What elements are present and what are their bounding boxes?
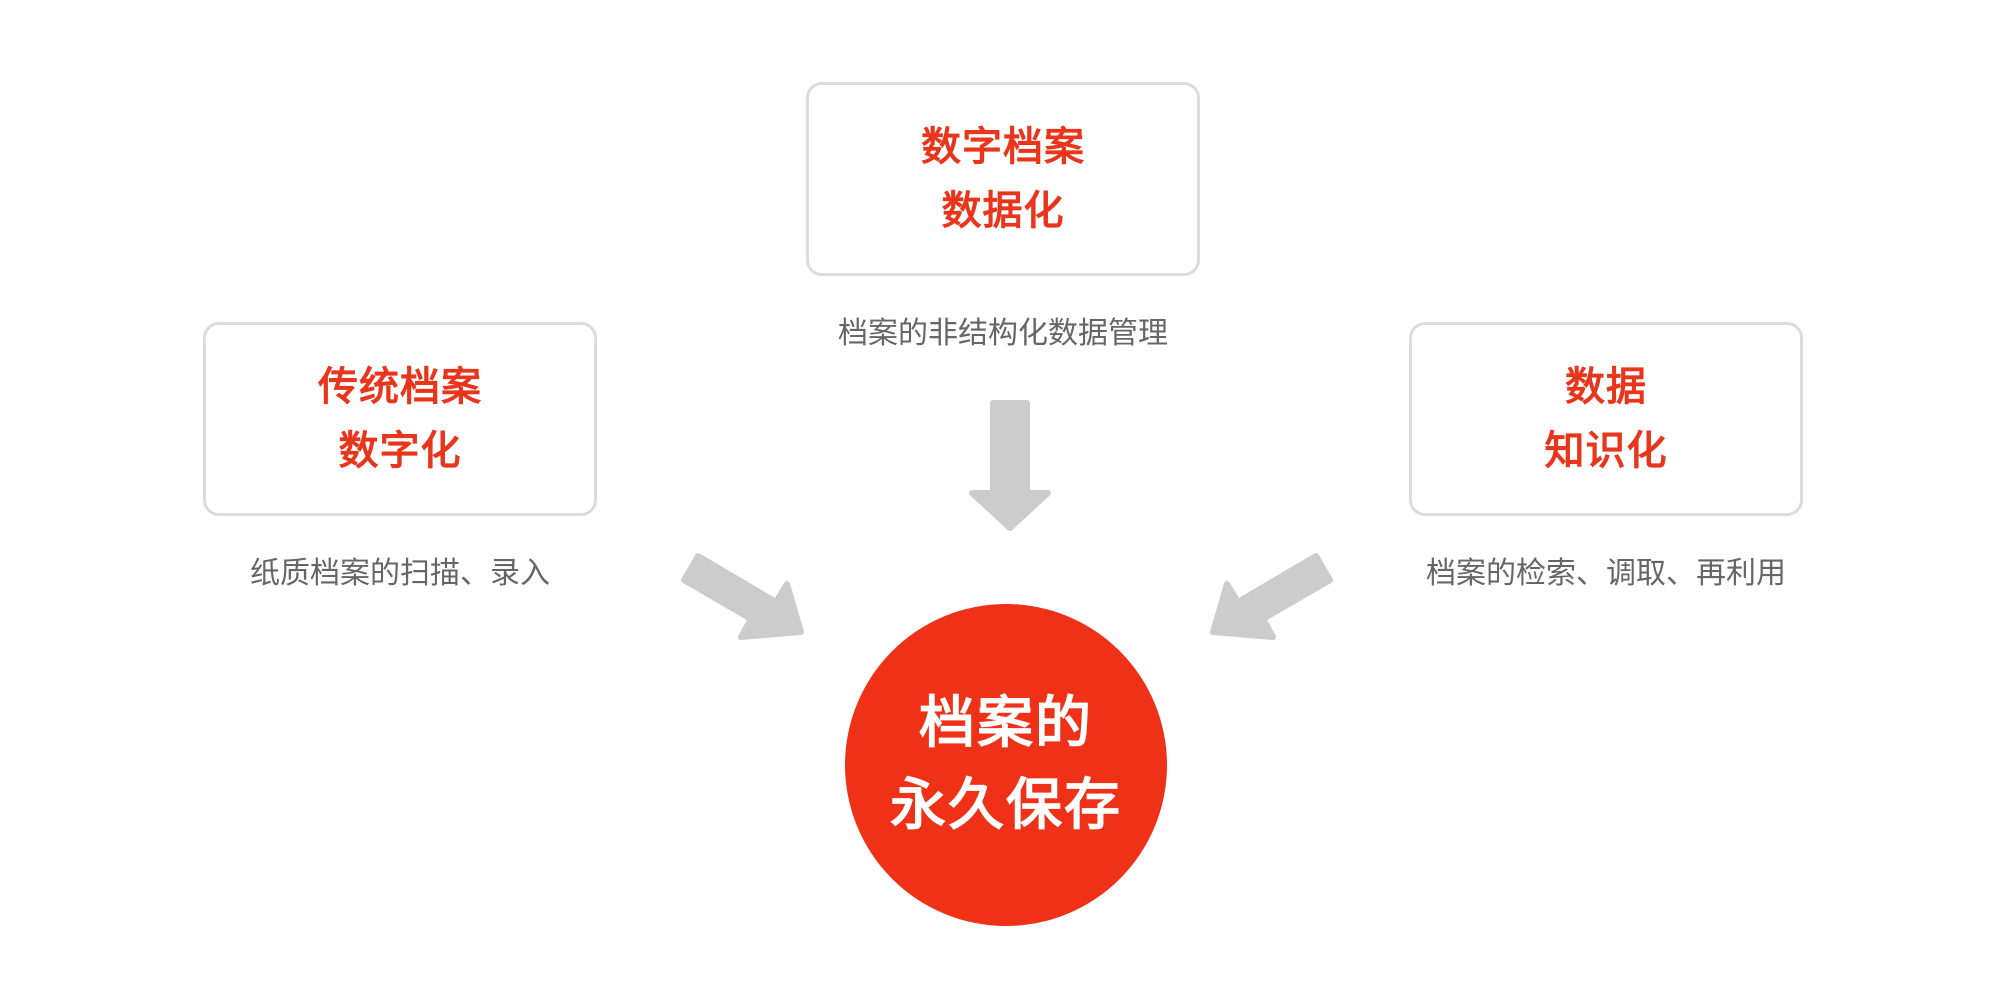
node-left-line2: 数字化 (338, 428, 462, 474)
node-traditional-archive-digitization: 传统档案 数字化 (203, 322, 597, 516)
node-top-line2: 数据化 (941, 188, 1065, 234)
hub-line2: 永久保存 (890, 773, 1122, 838)
node-data-knowledge: 数据 知识化 (1409, 322, 1803, 516)
hub-line1: 档案的 (919, 691, 1093, 756)
arrow-top-to-hub (969, 400, 1051, 531)
node-digital-archive-datafication: 数字档案 数据化 (806, 82, 1200, 276)
node-right-line2: 知识化 (1544, 428, 1668, 474)
node-right-line1: 数据 (1565, 364, 1647, 410)
node-left-line1: 传统档案 (318, 364, 482, 410)
arrow-right-to-hub (1210, 553, 1333, 640)
arrow-left-to-hub (681, 553, 804, 640)
node-right-caption: 档案的检索、调取、再利用 (1426, 556, 1786, 591)
node-top-line1: 数字档案 (921, 124, 1085, 170)
node-left-caption: 纸质档案的扫描、录入 (250, 556, 550, 591)
hub-permanent-preservation: 档案的 永久保存 (845, 604, 1167, 926)
node-top-caption: 档案的非结构化数据管理 (838, 316, 1168, 351)
